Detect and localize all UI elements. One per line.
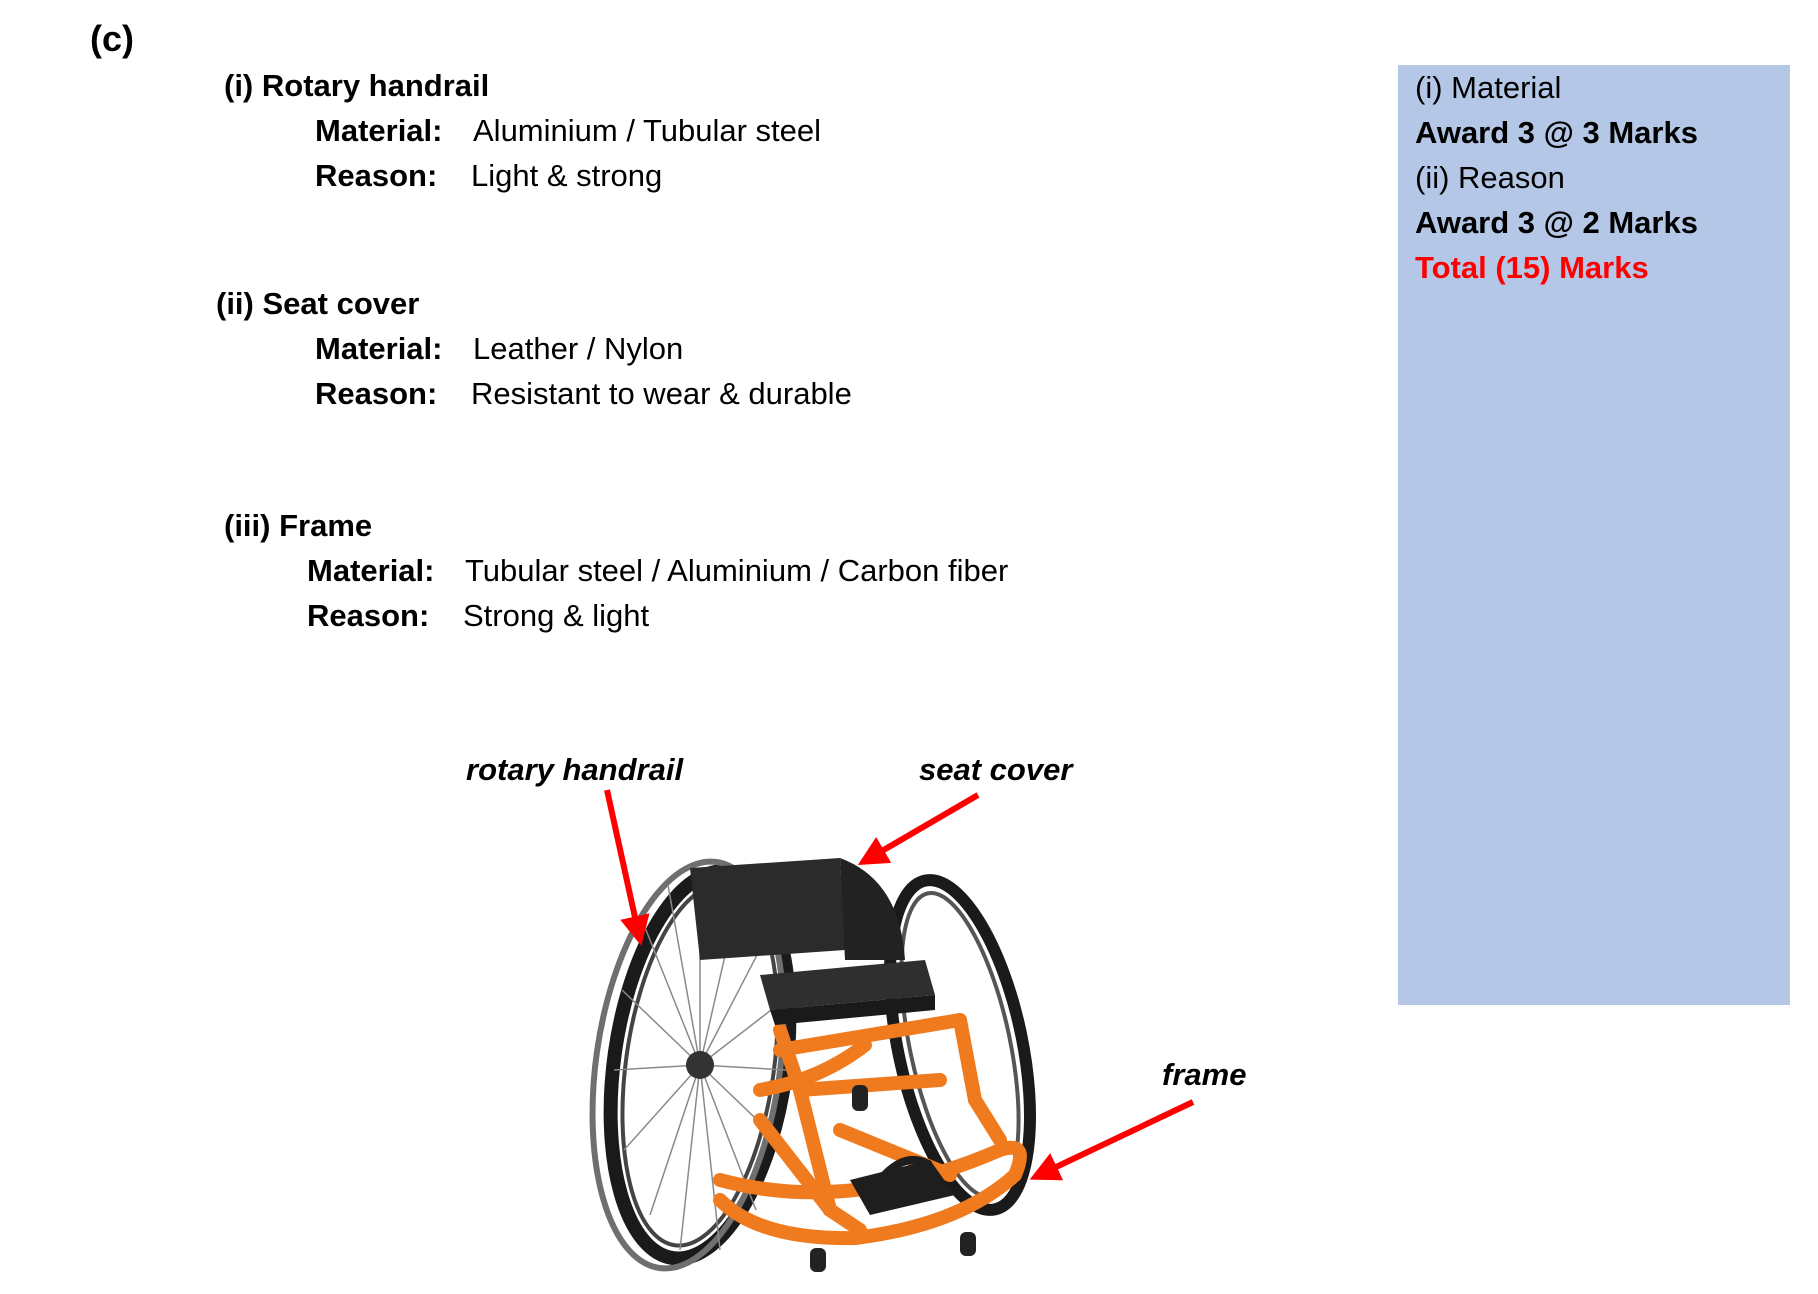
material-value: Tubular steel / Aluminium / Carbon fiber	[465, 553, 1009, 588]
arrow-frame	[1029, 1099, 1195, 1181]
rotary-handrail-ring	[589, 858, 787, 1272]
material-key: Material:	[315, 331, 443, 366]
seat-cushion	[760, 960, 935, 1025]
marking-total: Total (15) Marks	[1415, 250, 1649, 285]
callout-seat-cover: seat cover	[919, 752, 1073, 787]
section-heading-rotary-handrail: (i) Rotary handrail	[224, 68, 490, 103]
arrow-rotary-handrail	[604, 789, 650, 946]
marking-line-award-material: Award 3 @ 3 Marks	[1415, 115, 1698, 150]
seat-back	[690, 858, 905, 960]
arrow-seat-cover	[857, 792, 980, 866]
material-value: Leather / Nylon	[473, 331, 684, 366]
casters	[810, 1085, 976, 1272]
callout-rotary-handrail: rotary handrail	[466, 752, 684, 787]
marking-scheme-panel: (i) Material Award 3 @ 3 Marks (ii) Reas…	[1398, 65, 1790, 1005]
callout-frame: frame	[1162, 1057, 1247, 1092]
material-value: Aluminium / Tubular steel	[473, 113, 822, 148]
reason-value: Strong & light	[463, 598, 650, 633]
marking-line-award-reason: Award 3 @ 2 Marks	[1415, 205, 1698, 240]
part-label: (c)	[90, 18, 134, 59]
material-key: Material:	[315, 113, 443, 148]
reason-key: Reason:	[315, 158, 438, 193]
marking-line-material: (i) Material	[1415, 70, 1562, 105]
footrest	[850, 1156, 955, 1215]
reason-key: Reason:	[307, 598, 430, 633]
marking-line-reason: (ii) Reason	[1415, 160, 1565, 195]
reason-key: Reason:	[315, 376, 438, 411]
section-heading-frame: (iii) Frame	[224, 508, 373, 543]
reason-value: Light & strong	[471, 158, 663, 193]
material-key: Material:	[307, 553, 435, 588]
section-heading-seat-cover: (ii) Seat cover	[216, 286, 420, 321]
reason-value: Resistant to wear & durable	[471, 376, 852, 411]
